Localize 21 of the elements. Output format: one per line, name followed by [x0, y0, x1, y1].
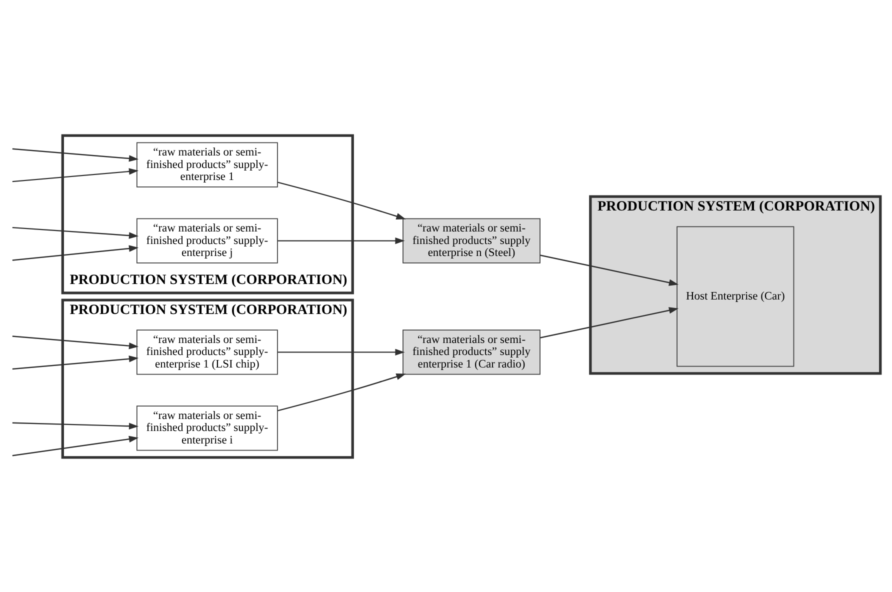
node-box: “raw materials or semi-finished products” supply-enterprise 1	[136, 142, 278, 187]
node-box: “raw materials or semi-finished products” supply enterprise n (Steel)	[402, 218, 540, 263]
arrow	[12, 148, 139, 162]
arrow	[12, 335, 139, 349]
node-box: “raw materials or semi-finished products” supply-enterprise i	[136, 405, 278, 450]
arrow	[12, 244, 139, 260]
arrow	[12, 355, 139, 370]
node-box: “raw materials or semi-finished products” supply enterprise 1 (Car radio)	[402, 329, 540, 374]
arrow	[12, 168, 139, 182]
arrow	[12, 435, 139, 456]
arrow	[278, 236, 405, 244]
arrow	[540, 254, 679, 286]
node-box: “raw materials or semi-finished products” supply-enterprise j	[136, 218, 278, 263]
arrow	[278, 348, 405, 356]
arrow	[12, 226, 139, 238]
node-box: “raw materials or semi-finished products” supply-enterprise 1 (LSI chip)	[136, 329, 278, 374]
arrow	[278, 373, 406, 411]
node-box: Host Enterprise (Car)	[676, 226, 794, 366]
arrow	[278, 181, 406, 219]
arrow	[12, 422, 139, 429]
arrow	[540, 306, 679, 338]
